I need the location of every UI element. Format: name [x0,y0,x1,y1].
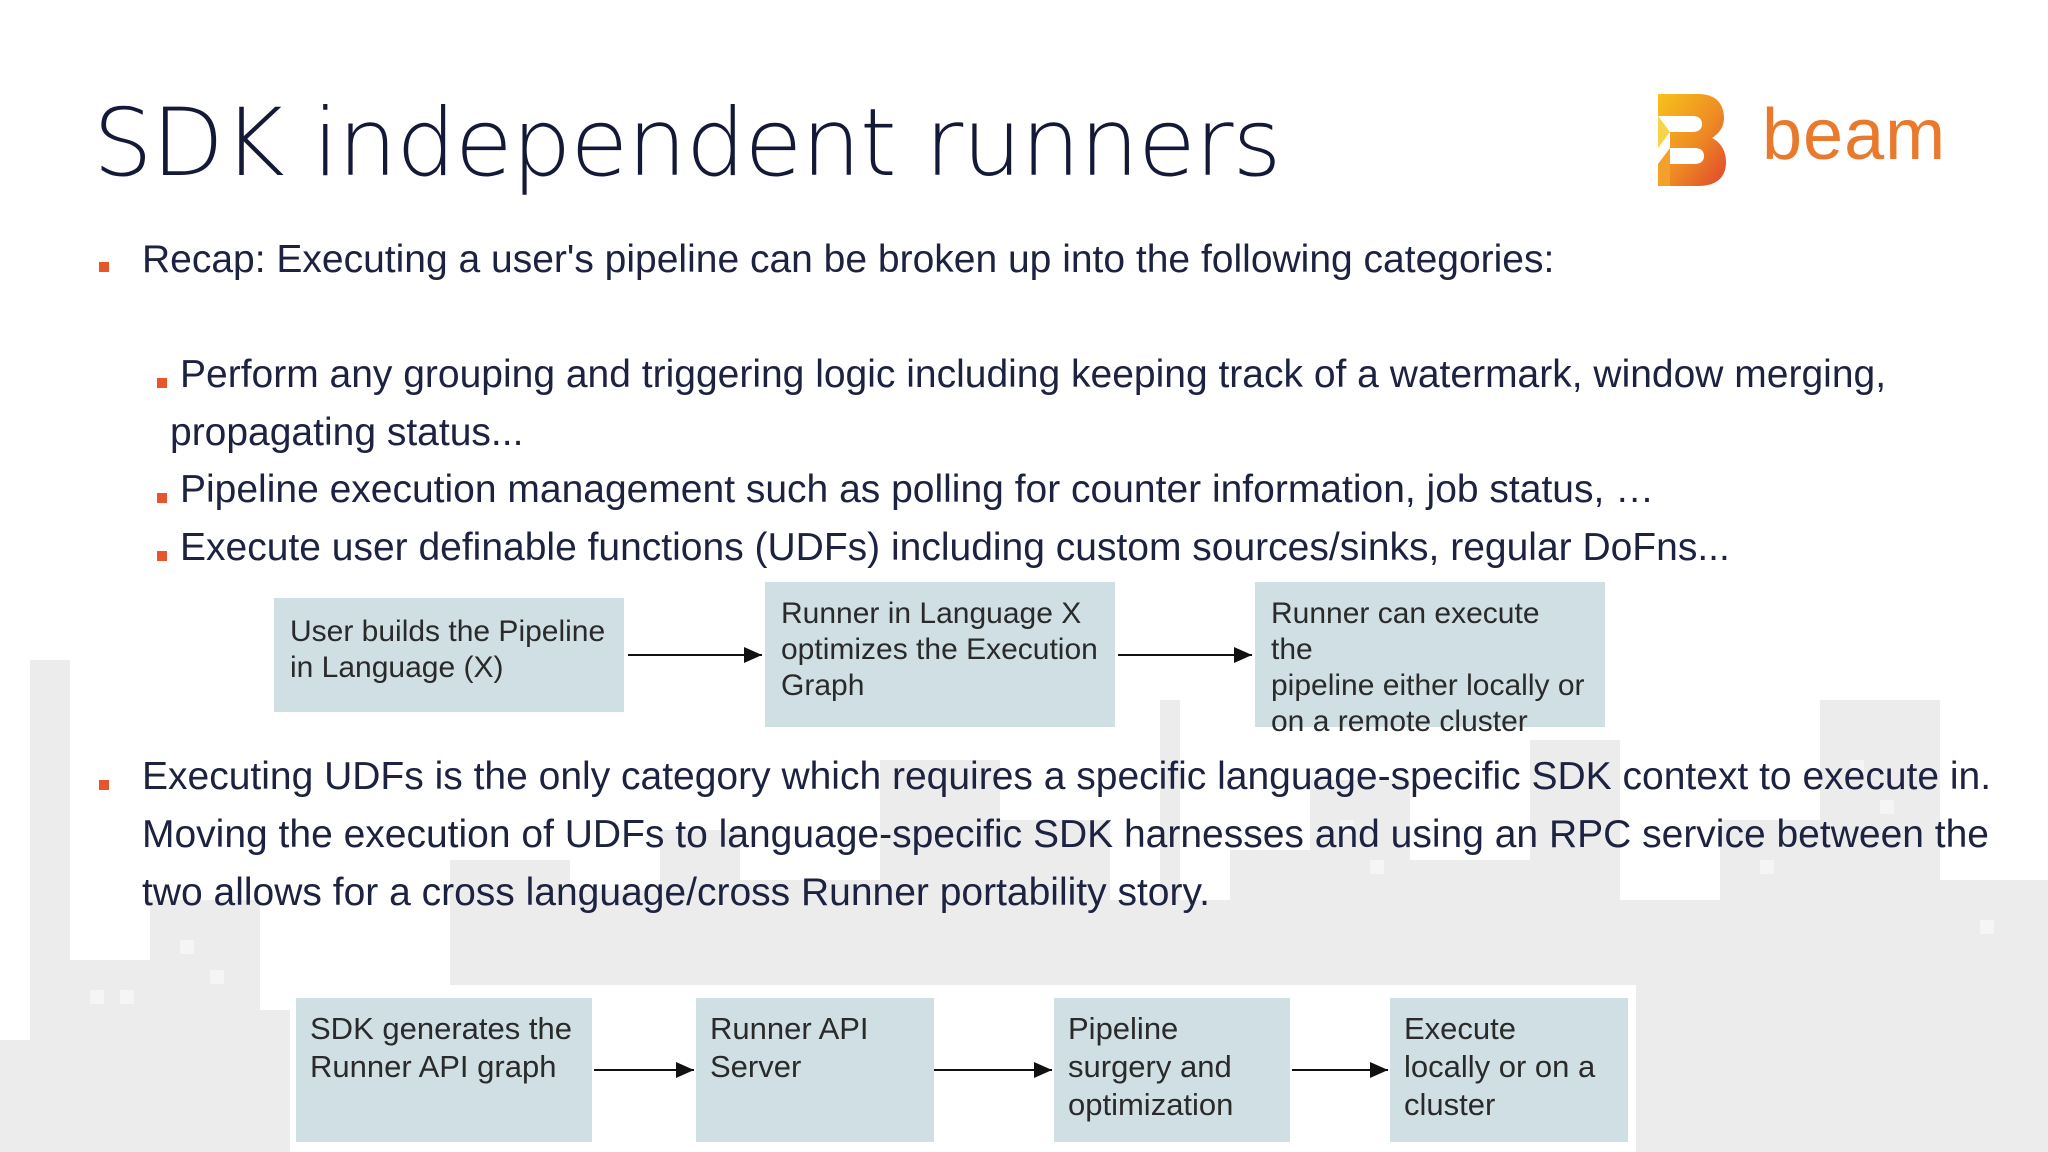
bullet-udf-line1: Executing UDFs is the only category whic… [142,755,1992,798]
box-text: cluster [1404,1087,1496,1122]
box-text: in Language (X) [290,651,504,684]
box-text: Server [710,1049,802,1084]
diagram2-box-execute: Execute locally or on a cluster [1390,998,1628,1142]
sub-bullet-udfs: Execute user definable functions (UDFs) … [180,526,1730,569]
sub-bullet-marker [157,493,167,503]
diagram1-box-runner-executes: Runner can execute the pipeline either l… [1255,582,1605,738]
box-text: optimizes the Execution [781,633,1098,666]
box-text: Runner API [710,1011,869,1046]
sub-bullet-marker [157,551,167,561]
diagram2-box-sdk-generates: SDK generates the Runner API graph [296,998,592,1142]
box-text: Pipeline [1068,1011,1179,1046]
box-text: User builds the Pipeline [290,615,606,648]
bullet-udf-line3: two allows for a cross language/cross Ru… [142,871,1210,914]
box-text: Runner API graph [310,1049,557,1084]
diagram1-box-runner-optimizes: Runner in Language X optimizes the Execu… [765,582,1115,727]
sub-bullet-grouping: Perform any grouping and triggering logi… [180,353,1887,396]
box-text: Graph [781,669,865,702]
page-title: SDK independent runners [93,89,1281,198]
diagram1-box-user-builds: User builds the Pipeline in Language (X) [274,598,624,712]
box-text: on a remote cluster [1271,705,1528,738]
bullet-marker [99,262,109,272]
box-text: Runner in Language X [781,597,1082,630]
beam-wordmark: beam [1762,95,1947,175]
bullet-recap: Recap: Executing a user's pipeline can b… [142,238,1555,281]
box-text: SDK generates the [310,1011,572,1046]
sub-bullet-execution-mgmt: Pipeline execution management such as po… [180,468,1655,511]
sub-bullet-marker [157,378,167,388]
box-text: locally or on a [1404,1049,1596,1084]
beam-b-logo-icon [1658,94,1726,186]
box-text: surgery and [1068,1049,1232,1084]
sub-bullet-grouping-cont: propagating status... [170,411,524,454]
beam-logo: beam [1654,92,1945,192]
box-text: optimization [1068,1087,1234,1122]
box-text: Runner can execute the [1271,597,1540,666]
box-text: Execute [1404,1011,1517,1046]
bullet-udf-line2: Moving the execution of UDFs to language… [142,813,1989,856]
diagram2-box-pipeline-surgery: Pipeline surgery and optimization [1054,998,1290,1142]
diagram2-box-runner-api-server: Runner API Server [696,998,934,1142]
bullet-marker [99,780,109,790]
box-text: pipeline either locally or [1271,669,1585,702]
